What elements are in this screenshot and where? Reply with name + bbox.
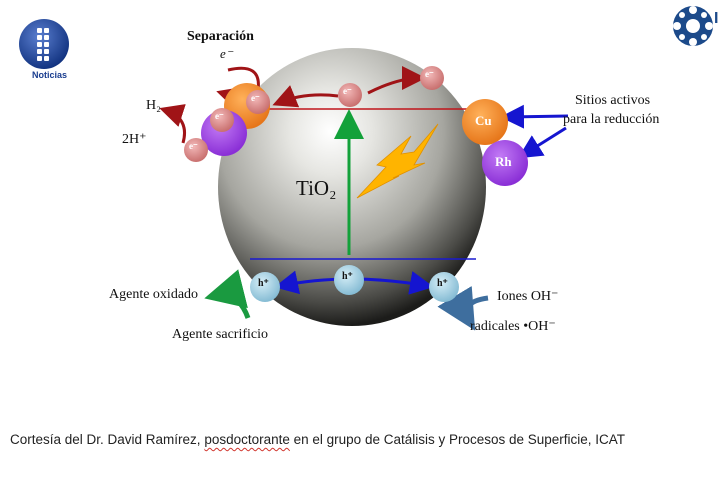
- iones-label: Iones OH⁻: [497, 289, 559, 304]
- particle-label-hole: h⁺: [342, 271, 353, 282]
- agente-sacrificio-label: Agente sacrificio: [172, 327, 269, 342]
- electron-particle: [338, 83, 362, 107]
- agente-oxidado-label: Agente oxidado: [109, 287, 199, 302]
- particle-label-electron: e⁻: [215, 111, 224, 121]
- sacrificial-agent-arrow: [204, 269, 251, 319]
- particle-label-electron: e⁻: [425, 69, 434, 79]
- particle-label-hole: h⁺: [258, 278, 269, 289]
- sitios-line2: para la reducción: [563, 112, 660, 127]
- particle-label-electron: e⁻: [251, 93, 260, 103]
- electron-particle: [210, 108, 234, 132]
- rh-label: Rh: [495, 154, 512, 169]
- hydrogen-evolution-arrow: [159, 104, 186, 144]
- sitios-arrow-cu: [500, 104, 569, 129]
- electron-particle: [184, 138, 208, 162]
- noticias-logo: [19, 19, 69, 69]
- electron-transfer-arrow-right: [367, 66, 426, 95]
- right-logo-letter: I: [714, 10, 719, 27]
- tio2-label: TiO₂: [296, 176, 337, 200]
- tio2-sphere: [218, 48, 486, 326]
- particle-label-electron: e⁻: [189, 141, 198, 151]
- image-credit-caption: Cortesía del Dr. David Ramírez, posdocto…: [10, 432, 710, 447]
- particle-label-electron: e⁻: [343, 86, 352, 96]
- hole-particle: [429, 272, 459, 302]
- electron-particle: [420, 66, 444, 90]
- caption-after: en el grupo de Catálisis y Procesos de S…: [289, 432, 626, 447]
- caption-underlined: posdoctorante: [204, 432, 290, 447]
- electron-transfer-arrow-left: [272, 85, 339, 108]
- radicales-label: radicales •OH⁻: [470, 319, 556, 334]
- proton-label: 2H⁺: [122, 132, 147, 147]
- hole-particle: [334, 265, 364, 295]
- rh-site: [482, 140, 528, 186]
- separacion-label: Separación: [187, 29, 254, 44]
- institution-logo: [673, 6, 713, 46]
- left-logo-caption: Noticias: [32, 70, 68, 80]
- electron-particle: [246, 90, 270, 114]
- lightning-icon: [356, 123, 439, 199]
- cu-site: [462, 99, 508, 145]
- separacion-electron-label: e⁻: [220, 46, 233, 61]
- sitios-arrow-rh: [517, 126, 567, 159]
- hydroxyl-arrow: [437, 285, 489, 331]
- cu-label: Cu: [475, 113, 492, 128]
- caption-before: Cortesía del Dr. David Ramírez,: [10, 432, 205, 447]
- h2-label: H₂: [146, 98, 161, 113]
- sitios-line1: Sitios activos: [575, 93, 651, 108]
- particle-label-hole: h⁺: [437, 278, 448, 289]
- hole-particle: [250, 272, 280, 302]
